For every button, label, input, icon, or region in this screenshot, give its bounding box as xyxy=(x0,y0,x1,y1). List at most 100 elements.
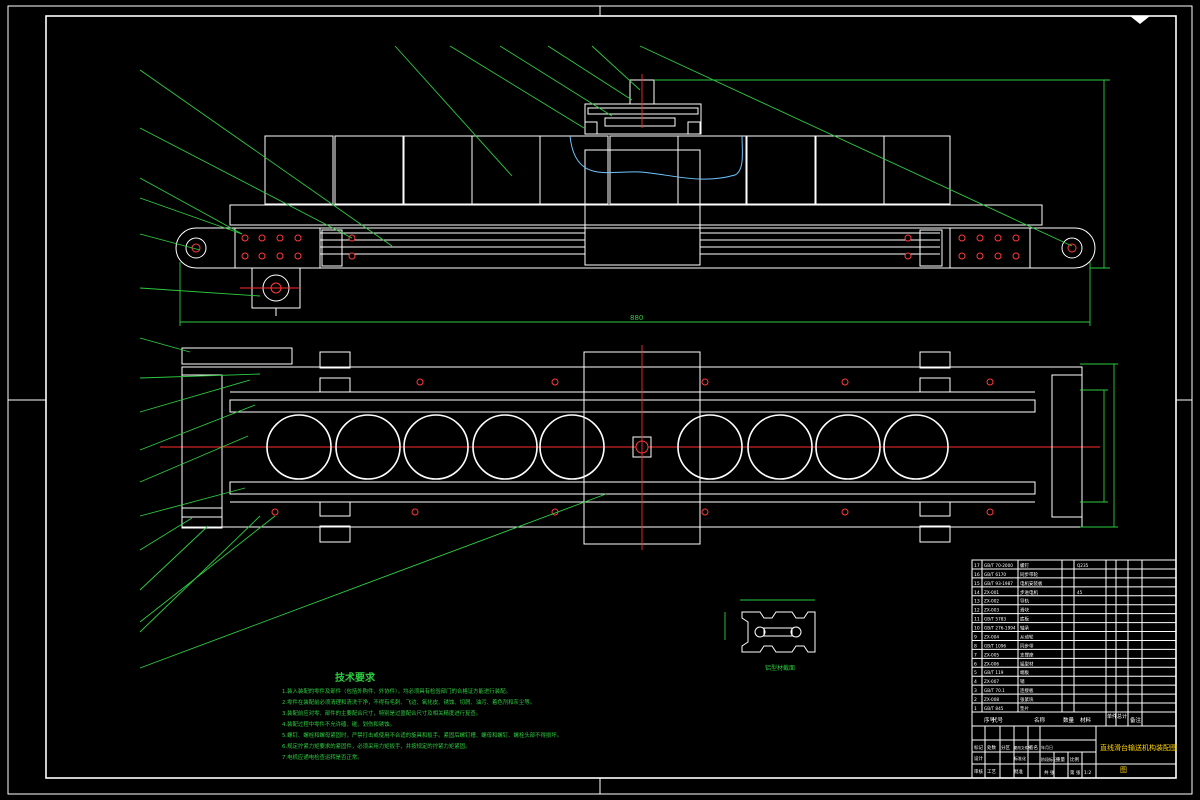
title-block-cell: 分区 xyxy=(1001,744,1010,751)
parts-row-code: GB/T 276-1994 xyxy=(984,626,1016,631)
parts-row-name: 螺钉 xyxy=(1020,562,1029,569)
parts-row-material: 45 xyxy=(1077,590,1083,595)
tech-requirement-line: 4.装配过程中零件不允许磕、碰、划伤和锈蚀。 xyxy=(282,720,395,728)
parts-row-index: 12 xyxy=(974,608,980,614)
parts-row-code: GB/T 119 xyxy=(984,670,1004,675)
parts-row-name: 销 xyxy=(1020,678,1025,685)
title-block-cell: 1:2 xyxy=(1084,770,1091,776)
title-block-cell: 标记 xyxy=(974,744,983,751)
parts-row-index: 11 xyxy=(974,617,980,623)
header-label: 代号 xyxy=(992,716,1004,724)
title-block-cell: 签名 xyxy=(1029,744,1038,751)
carriage-block xyxy=(584,149,701,266)
tech-requirement-line: 5.螺钉、螺栓和螺母紧固时，严禁打击或使用不合适的旋具和扳手。紧固后螺钉槽、螺母… xyxy=(282,731,562,739)
parts-row-index: 3 xyxy=(974,688,977,694)
tech-requirements: 技术要求 1.装入装配的零件及部件（包括外购件、外协件），均必须具有检验部门的合… xyxy=(282,671,562,761)
parts-row-name: 铝型材 xyxy=(1020,660,1034,667)
title-block-cell: 工艺 xyxy=(987,769,996,775)
header-label: 名称 xyxy=(1034,716,1046,724)
parts-row-index: 15 xyxy=(974,581,980,587)
parts-row-code: GB/T 845 xyxy=(984,706,1004,711)
drawing-number: 图 xyxy=(1120,766,1127,774)
leader-lines xyxy=(139,45,1073,669)
conveyor-frame xyxy=(160,351,1100,543)
parts-row-code: GB/T 1096 xyxy=(984,643,1006,648)
battery-cells xyxy=(266,414,949,480)
parts-row-code: ZX-001 xyxy=(984,590,999,595)
bolt-plate-left xyxy=(234,227,356,269)
parts-row-index: 1 xyxy=(974,706,977,712)
header-label: 材料 xyxy=(1080,716,1092,724)
end-rollers xyxy=(181,347,1083,529)
header-label: 总计 xyxy=(1117,713,1127,720)
parts-row-name: 轴承 xyxy=(1020,625,1029,632)
parts-row-name: 导轨 xyxy=(1020,598,1029,605)
dimension-front: 880 xyxy=(179,79,1110,326)
profile-section: 铝型材截面 xyxy=(724,599,816,672)
title-block-cell: 共 张 xyxy=(1044,769,1055,776)
profile-section-label: 铝型材截面 xyxy=(765,664,795,672)
parts-row-code: ZX-005 xyxy=(984,652,999,657)
title-block-cell: 设计 xyxy=(974,755,983,762)
header-label: 单件 xyxy=(1107,713,1117,720)
parts-row-code: ZX-007 xyxy=(984,679,999,684)
parts-row-index: 5 xyxy=(974,670,977,676)
parts-row-code: ZX-008 xyxy=(984,697,999,702)
parts-row-code: ZX-002 xyxy=(984,599,999,604)
bolt-plate-right xyxy=(904,227,1031,269)
flange-breakline xyxy=(569,135,743,180)
main-beam xyxy=(175,227,1096,269)
parts-row-name: 电机安装板 xyxy=(1020,580,1043,587)
parts-row-index: 13 xyxy=(974,599,980,605)
dimension-top xyxy=(1080,363,1118,528)
title-block-cell: 比例 xyxy=(1070,756,1079,763)
parts-row-index: 7 xyxy=(974,652,977,658)
parts-row-index: 8 xyxy=(974,643,977,649)
parts-row-name: 从动轮 xyxy=(1020,633,1034,640)
title-block-cell: 处数 xyxy=(987,744,996,751)
parts-row-name: 滑块 xyxy=(1020,607,1029,614)
title-block-cell: 审核 xyxy=(974,768,983,775)
parts-row-name: 连接板 xyxy=(1020,687,1034,694)
header-label: 备注 xyxy=(1130,716,1142,724)
carriage-top xyxy=(583,345,701,550)
parts-row-index: 16 xyxy=(974,572,980,578)
parts-row-code: ZX-004 xyxy=(984,634,999,639)
cell-box-row xyxy=(264,135,951,205)
sheet-border xyxy=(7,5,1193,795)
title-block-cell: 标准化 xyxy=(1014,755,1026,761)
title-block-cell: 阶段标记 xyxy=(1041,756,1057,762)
parts-row-index: 6 xyxy=(974,661,977,667)
parts-row-code: GB/T 5783 xyxy=(984,617,1006,622)
title-block-cell: 批准 xyxy=(1014,768,1023,775)
parts-row-code: ZX-006 xyxy=(984,661,999,666)
top-view xyxy=(160,345,1118,550)
title-block-cell: 年月日 xyxy=(1041,744,1053,750)
gripper-top xyxy=(584,74,702,135)
tech-requirement-line: 3.装配前应对零、部件的主要配合尺寸，特别是过盈配合尺寸及相关精度进行复查。 xyxy=(282,709,481,717)
parts-row-code: GB/T 93-1987 xyxy=(984,581,1013,586)
parts-row-name: 同步带轮 xyxy=(1020,571,1038,578)
parts-row-code: GB/T 70-2000 xyxy=(984,563,1013,568)
overall-length-dimension: 880 xyxy=(630,314,643,322)
tech-requirement-line: 2.零件在装配前必须清理和清洗干净，不得有毛刺、飞边、氧化皮、锈蚀、切屑、油污、… xyxy=(282,698,535,706)
title-block-cell: 重量 xyxy=(1056,756,1065,763)
parts-row-index: 10 xyxy=(974,626,980,632)
parts-row-code: GB/T 6170 xyxy=(984,572,1006,577)
front-view: 880 xyxy=(175,74,1110,326)
title-block-cell: 更改文件号 xyxy=(1014,745,1032,750)
tech-requirement-line: 1.装入装配的零件及部件（包括外购件、外协件），均必须具有检验部门的合格证方能进… xyxy=(282,687,511,695)
tech-requirement-line: 7.电机应通电检查运转是否正常。 xyxy=(282,753,363,761)
parts-row-index: 2 xyxy=(974,697,977,703)
parts-row-code: ZX-003 xyxy=(984,608,999,613)
drawing-name: 直线滑台输送机构装配图 xyxy=(1100,743,1177,752)
parts-row-name: 同步带 xyxy=(1020,643,1034,649)
tech-requirement-line: 6.规定拧紧力矩要求的紧固件，必须采用力矩扳手，并按规定的拧紧力矩紧固。 xyxy=(282,742,470,750)
parts-row-name: 垫片 xyxy=(1020,705,1029,712)
bearing-studs xyxy=(271,378,994,516)
parts-row-name: 步进电机 xyxy=(1020,589,1038,596)
parts-row-index: 14 xyxy=(974,590,980,596)
header-label: 序号 xyxy=(984,716,996,724)
